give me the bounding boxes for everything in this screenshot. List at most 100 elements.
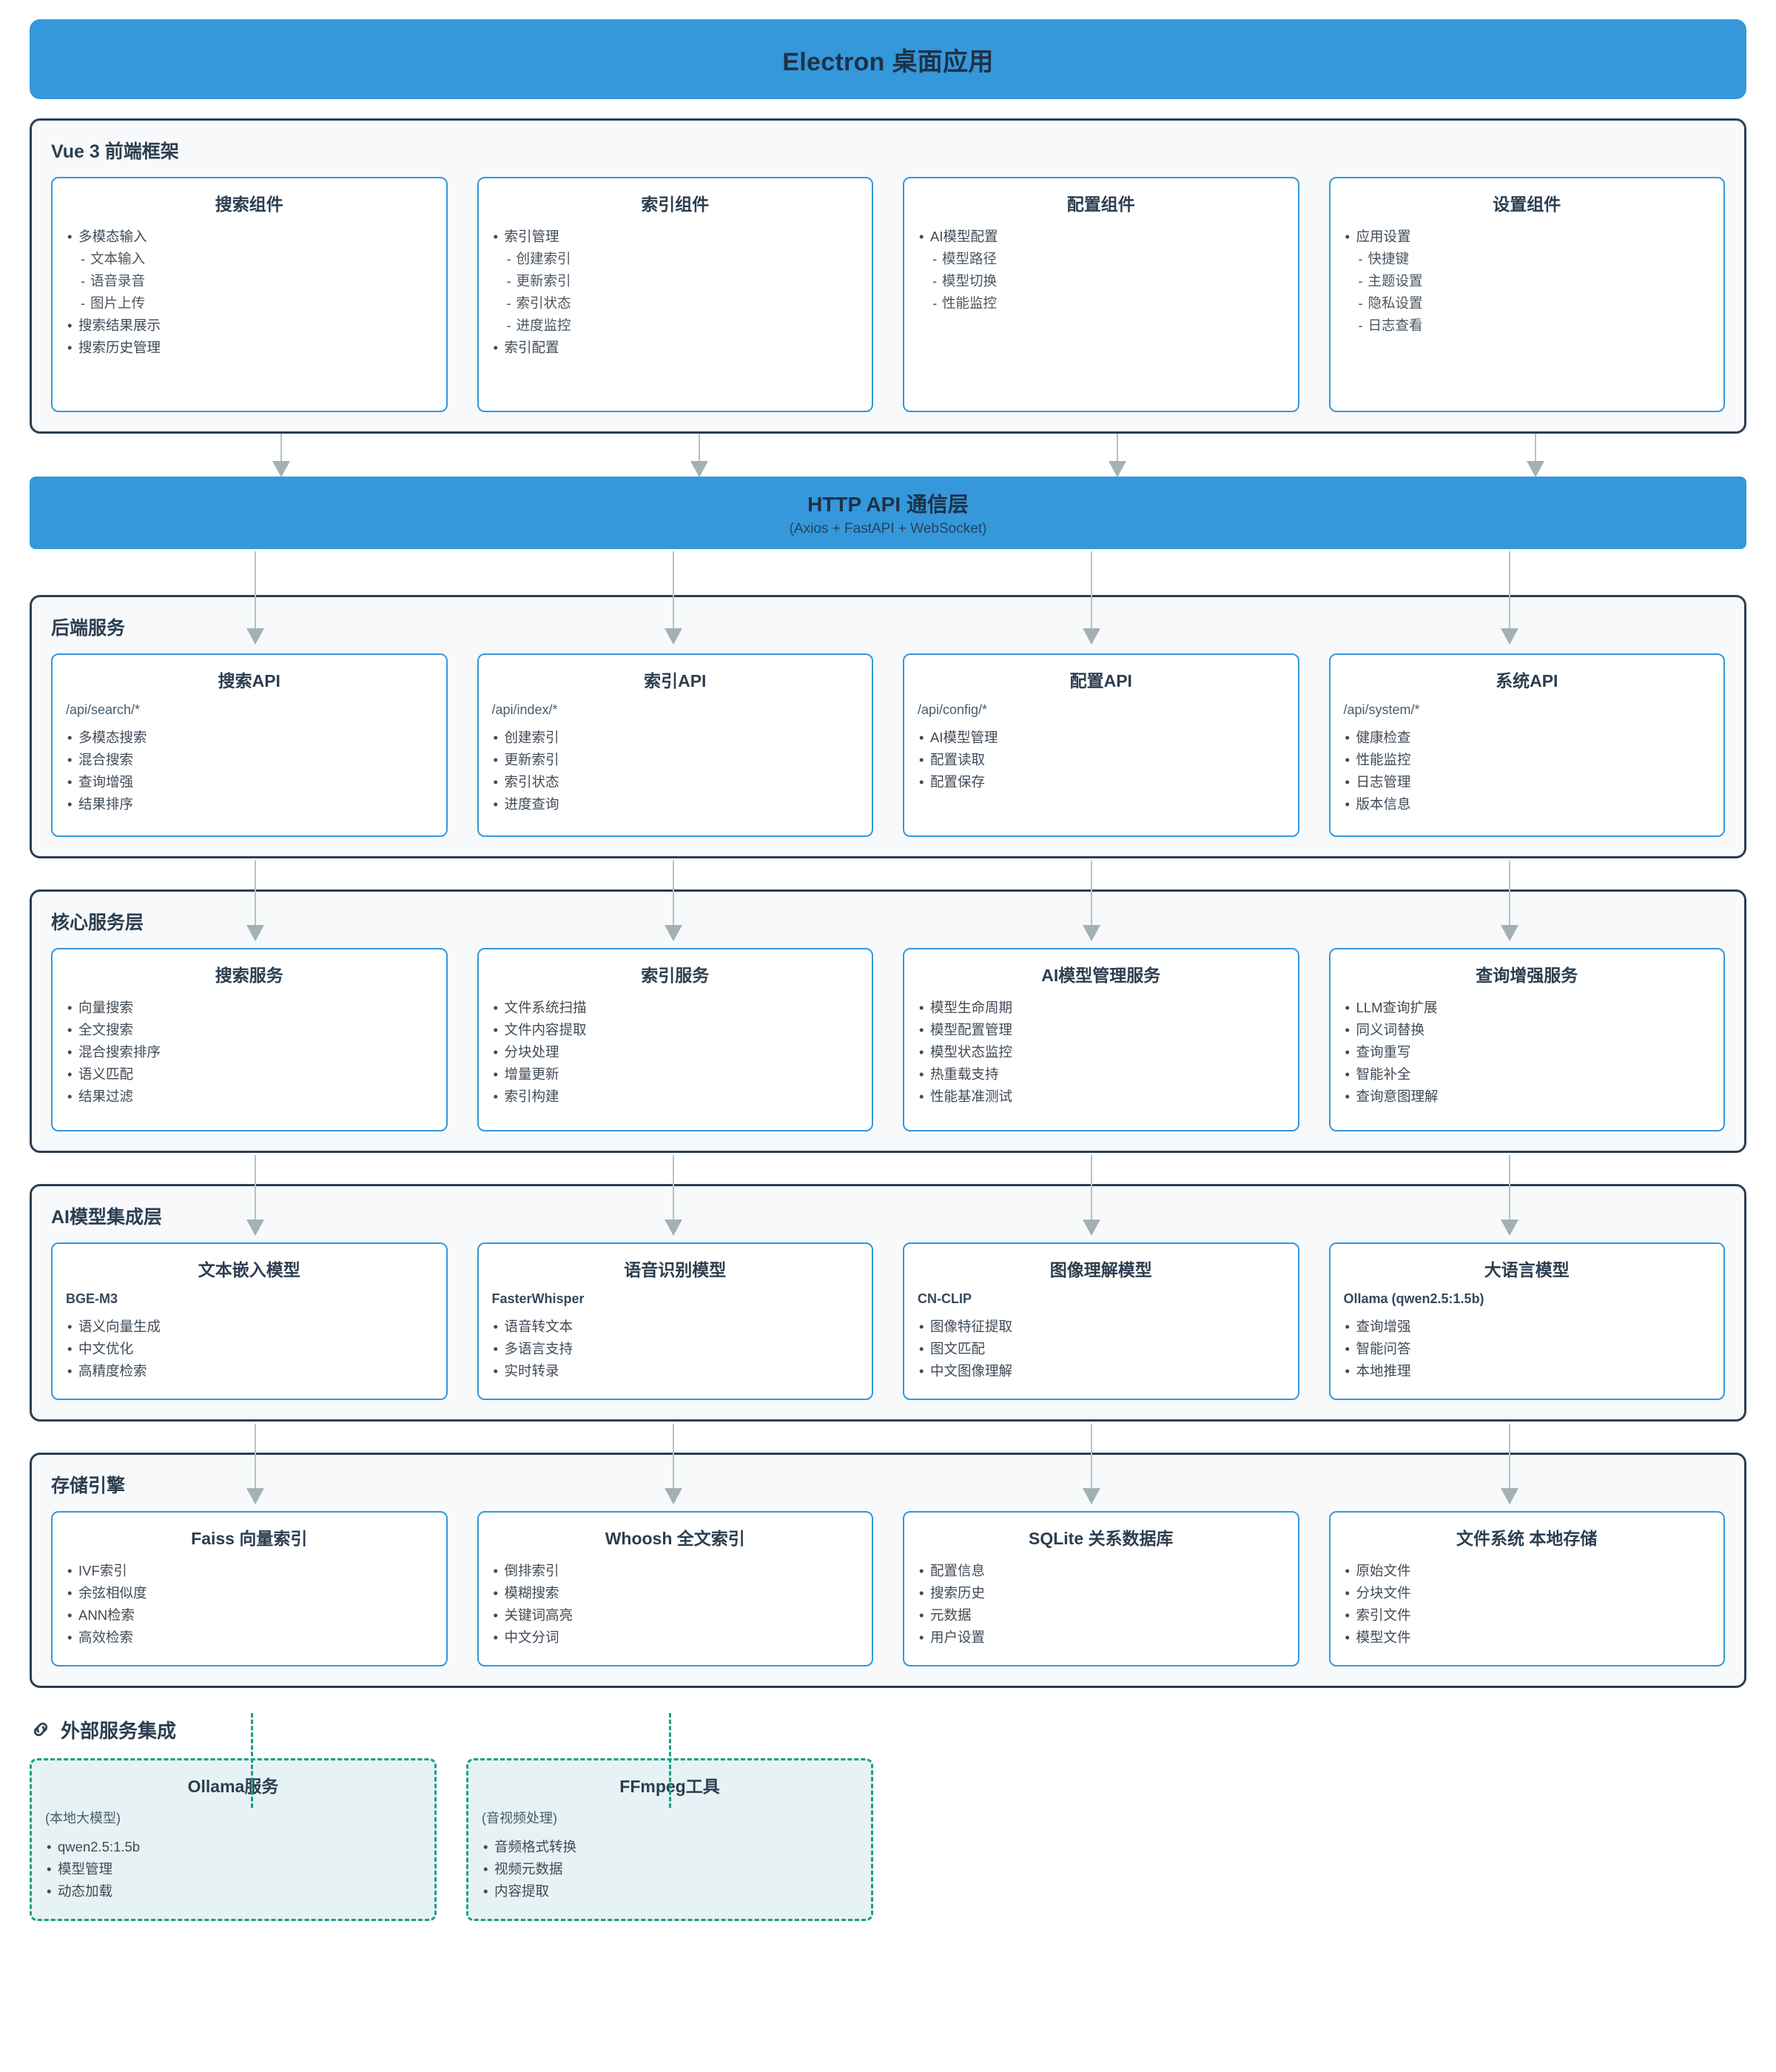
list-item: 同义词替换 — [1344, 1019, 1711, 1041]
card-image-understanding-model[interactable]: 图像理解模型 CN-CLIP 图像特征提取 图文匹配 中文图像理解 — [903, 1242, 1299, 1400]
list-item: 原始文件 — [1344, 1560, 1711, 1582]
list-item: 进度监控 — [505, 314, 859, 337]
list-item: 索引文件 — [1344, 1604, 1711, 1627]
list-item: 音频格式转换 — [482, 1836, 858, 1858]
list-item: 分块处理 — [492, 1041, 859, 1063]
card-whoosh-fulltext-index[interactable]: Whoosh 全文索引 倒排索引 模糊搜索 关键词高亮 中文分词 — [477, 1510, 873, 1666]
card-large-language-model[interactable]: 大语言模型 Ollama (qwen2.5:1.5b) 查询增强 智能问答 本地… — [1328, 1242, 1725, 1400]
list-item: 隐私设置 — [1357, 292, 1711, 314]
layer-ai-models: AI模型集成层 文本嵌入模型 BGE-M3 语义向量生成 中文优化 高精度检索 … — [30, 1155, 1746, 1422]
layer-storage-cards: Faiss 向量索引 IVF索引 余弦相似度 ANN检索 高效检索 Whoosh… — [51, 1510, 1725, 1666]
layer-core-cards: 搜索服务 向量搜索 全文搜索 混合搜索排序 语义匹配 结果过滤 索引服务 文件系… — [51, 948, 1725, 1131]
api-endpoint: /api/system/* — [1343, 702, 1420, 717]
list-item: 余弦相似度 — [66, 1582, 433, 1604]
list-item: 进度查询 — [492, 793, 859, 815]
card-index-api[interactable]: 索引API /api/index/* 创建索引 更新索引 索引状态 进度查询 — [477, 653, 873, 837]
external-services-cards: Ollama服务 (本地大模型) qwen2.5:1.5b 模型管理 动态加载 … — [30, 1758, 1746, 1921]
list-item: 应用设置 — [1344, 226, 1711, 248]
list-item: 增量更新 — [492, 1063, 859, 1086]
card-speech-recognition-model[interactable]: 语音识别模型 FasterWhisper 语音转文本 多语言支持 实时转录 — [477, 1242, 873, 1400]
layer-backend-title: 后端服务 — [51, 618, 126, 639]
list-item: 健康检查 — [1344, 727, 1711, 749]
list-item: 用户设置 — [918, 1627, 1285, 1649]
layer-storage: 存储引擎 Faiss 向量索引 IVF索引 余弦相似度 ANN检索 高效检索 W… — [30, 1423, 1746, 1688]
list-item: 性能基准测试 — [918, 1086, 1285, 1108]
card-ai-model-service[interactable]: AI模型管理服务 模型生命周期 模型配置管理 模型状态监控 热重载支持 性能基准… — [903, 948, 1299, 1131]
card-search-service[interactable]: 搜索服务 向量搜索 全文搜索 混合搜索排序 语义匹配 结果过滤 — [51, 948, 448, 1131]
list-item: 搜索历史管理 — [66, 337, 433, 359]
list-item: 高效检索 — [66, 1627, 433, 1649]
list-item: ANN检索 — [66, 1604, 433, 1627]
list-item: 配置保存 — [918, 771, 1285, 793]
layer-frontend-cards: 搜索组件 多模态输入 文本输入 语音录音 图片上传 搜索结果展示 搜索历史管理 … — [51, 177, 1725, 412]
list-item: 索引状态 — [492, 771, 859, 793]
http-api-band: HTTP API 通信层 (Axios + FastAPI + WebSocke… — [30, 477, 1746, 549]
list-item: 模型状态监控 — [918, 1041, 1285, 1063]
list-item: 创建索引 — [492, 727, 859, 749]
card-title: 配置API — [1069, 671, 1132, 690]
list-item: 热重载支持 — [918, 1063, 1285, 1086]
card-settings-component[interactable]: 设置组件 应用设置 快捷键 主题设置 隐私设置 日志查看 — [1328, 177, 1725, 412]
card-ollama-service[interactable]: Ollama服务 (本地大模型) qwen2.5:1.5b 模型管理 动态加载 — [30, 1758, 437, 1921]
list-item: 查询意图理解 — [1344, 1086, 1711, 1108]
list-item: 快捷键 — [1357, 248, 1711, 270]
card-title: 图像理解模型 — [1049, 1260, 1152, 1279]
card-title: 配置组件 — [1066, 195, 1135, 214]
card-index-component[interactable]: 索引组件 索引管理 创建索引 更新索引 索引状态 进度监控 索引配置 — [477, 177, 873, 412]
layer-storage-title: 存储引擎 — [51, 1475, 126, 1496]
card-title: 文本嵌入模型 — [198, 1260, 300, 1279]
layer-backend: 后端服务 搜索API /api/search/* 多模态搜索 混合搜索 查询增强… — [30, 551, 1746, 858]
external-spacer — [1339, 1758, 1746, 1921]
list-item: 索引状态 — [505, 292, 859, 314]
card-search-api[interactable]: 搜索API /api/search/* 多模态搜索 混合搜索 查询增强 结果排序 — [51, 653, 448, 837]
list-item: AI模型配置 — [918, 226, 1285, 248]
model-name: CN-CLIP — [918, 1291, 972, 1306]
card-title: 索引API — [644, 671, 707, 690]
card-index-service[interactable]: 索引服务 文件系统扫描 文件内容提取 分块处理 增量更新 索引构建 — [477, 948, 873, 1131]
card-title: 索引组件 — [641, 195, 710, 214]
card-filesystem-storage[interactable]: 文件系统 本地存储 原始文件 分块文件 索引文件 模型文件 — [1328, 1510, 1725, 1666]
list-item: 文件系统扫描 — [492, 997, 859, 1019]
external-dashed-connector — [669, 1712, 671, 1808]
list-item: 分块文件 — [1344, 1582, 1711, 1604]
connector-arrow — [1117, 434, 1118, 477]
list-item: 配置信息 — [918, 1560, 1285, 1582]
service-note: (本地大模型) — [45, 1810, 121, 1826]
list-item: 模型路径 — [931, 248, 1285, 270]
list-item: 智能补全 — [1344, 1063, 1711, 1086]
card-config-component[interactable]: 配置组件 AI模型配置 模型路径 模型切换 性能监控 — [903, 177, 1299, 412]
list-item: 视频元数据 — [482, 1858, 858, 1880]
external-spacer — [903, 1758, 1310, 1921]
external-services-section: 外部服务集成 Ollama服务 (本地大模型) qwen2.5:1.5b 模型管… — [30, 1712, 1746, 1921]
card-title: 文件系统 本地存储 — [1456, 1528, 1598, 1548]
card-query-enhance-service[interactable]: 查询增强服务 LLM查询扩展 同义词替换 查询重写 智能补全 查询意图理解 — [1328, 948, 1725, 1131]
api-endpoint: /api/config/* — [918, 702, 988, 717]
layer-frontend-title: Vue 3 前端框架 — [51, 141, 179, 162]
service-note: (音视频处理) — [482, 1810, 557, 1826]
card-text-embedding-model[interactable]: 文本嵌入模型 BGE-M3 语义向量生成 中文优化 高精度检索 — [51, 1242, 448, 1400]
list-item: 高精度检索 — [66, 1360, 433, 1382]
list-item: 模型文件 — [1344, 1627, 1711, 1649]
card-title: 搜索API — [218, 671, 280, 690]
list-item: 多语言支持 — [492, 1338, 859, 1360]
card-search-component[interactable]: 搜索组件 多模态输入 文本输入 语音录音 图片上传 搜索结果展示 搜索历史管理 — [51, 177, 448, 412]
list-item: 混合搜索 — [66, 749, 433, 771]
card-system-api[interactable]: 系统API /api/system/* 健康检查 性能监控 日志管理 版本信息 — [1328, 653, 1725, 837]
list-item: 中文图像理解 — [918, 1360, 1285, 1382]
list-item: 文件内容提取 — [492, 1019, 859, 1041]
list-item: 创建索引 — [505, 248, 859, 270]
list-item: 实时转录 — [492, 1360, 859, 1382]
card-config-api[interactable]: 配置API /api/config/* AI模型管理 配置读取 配置保存 — [903, 653, 1299, 837]
list-item: 主题设置 — [1357, 270, 1711, 292]
list-item: 中文分词 — [492, 1627, 859, 1649]
app-banner-title: Electron 桌面应用 — [782, 47, 994, 76]
list-item: 性能监控 — [931, 292, 1285, 314]
list-item: 中文优化 — [66, 1338, 433, 1360]
list-item: LLM查询扩展 — [1344, 997, 1711, 1019]
api-endpoint: /api/index/* — [491, 702, 558, 717]
list-item: 索引管理 — [492, 226, 859, 248]
card-faiss-vector-index[interactable]: Faiss 向量索引 IVF索引 余弦相似度 ANN检索 高效检索 — [51, 1510, 448, 1666]
card-title: 搜索服务 — [215, 966, 283, 985]
card-title: 搜索组件 — [215, 195, 283, 214]
card-sqlite-database[interactable]: SQLite 关系数据库 配置信息 搜索历史 元数据 用户设置 — [903, 1510, 1299, 1666]
